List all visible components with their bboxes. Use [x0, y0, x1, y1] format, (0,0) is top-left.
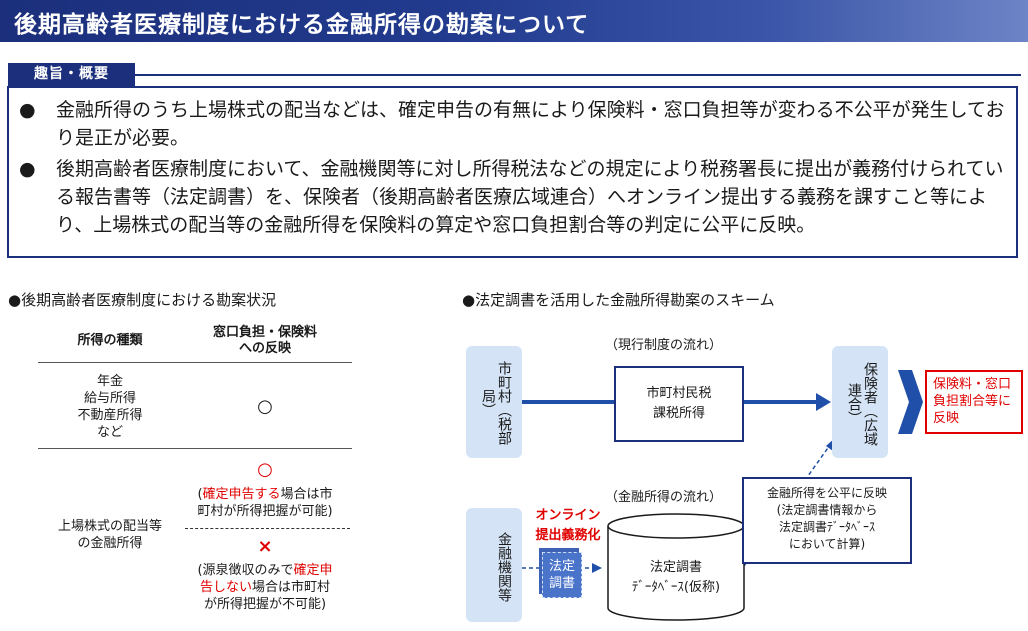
row1-income-types: 年金 給与所得 不動産所得 など	[45, 373, 175, 441]
fair-reflection-box: 金融所得を公平に反映 (法定調書情報から 法定調書ﾃﾞｰﾀﾍﾞｰｽ において計算…	[742, 477, 912, 564]
right-section-title: ●法定調書を活用した金融所得勘案のスキーム	[462, 291, 775, 309]
document-label-line: 調書	[548, 576, 575, 591]
note-text: が所得把握が不可能)	[203, 597, 327, 612]
income-item: 上場株式の配当等	[57, 519, 162, 534]
column-header-income-type: 所得の種類	[77, 333, 143, 348]
insurer-label: 保険者（広域連合）	[846, 362, 878, 446]
note-highlight: 確定申告する	[202, 487, 281, 502]
row2-dashed-divider	[185, 528, 350, 529]
fair-box-line: 法定調書ﾃﾞｰﾀﾍﾞｰｽ	[778, 520, 875, 534]
income-item: 不動産所得	[77, 408, 143, 423]
bullet-icon: ●	[19, 99, 36, 121]
column-header-reflection-line1: 窓口負担・保険料	[212, 325, 317, 340]
note-text: 場合は市町村	[252, 580, 331, 595]
note-text: (源泉徴収のみで	[197, 563, 294, 578]
financial-institution: 金融機関等	[466, 508, 522, 622]
database-cylinder-icon	[607, 513, 745, 621]
fair-box-line: において計算)	[788, 537, 866, 551]
column-header-reflection-line2: への反映	[238, 341, 291, 356]
page-title: 後期高齢者医療制度における金融所得の勘案について	[14, 12, 590, 38]
municipal-tax-office-label: 市町村（税部局）	[480, 361, 512, 445]
income-item: 給与所得	[83, 391, 136, 406]
database-label-line: 法定調書	[649, 560, 702, 575]
insurer: 保険者（広域連合）	[832, 346, 888, 458]
result-box: 保険料・窓口 負担割合等に 反映	[925, 370, 1023, 434]
table-divider	[38, 448, 352, 449]
current-flow-label: （現行制度の流れ）	[605, 338, 723, 353]
summary-bullet-1-text: 金融所得のうち上場株式の配当などは、確定申告の有無により保険料・窓口負担等が変わ…	[56, 99, 1005, 149]
financial-institution-label: 金融機関等	[496, 532, 512, 602]
fair-box-line: (法定調書情報から	[776, 503, 878, 517]
database-label-line: ﾃﾞｰﾀﾍﾞｰｽ(仮称)	[631, 580, 721, 595]
online-label-line: オンライン	[535, 508, 601, 523]
online-submission-label: オンライン 提出義務化	[530, 506, 606, 546]
statutory-document-icon: 法定 調書	[542, 552, 582, 598]
left-section-title: ●後期高齢者医療制度における勘案状況	[8, 291, 277, 309]
note-text: 町村が所得把握が可能)	[197, 504, 333, 519]
column-header-reflection: 窓口負担・保険料 への反映	[190, 325, 340, 357]
table-divider	[38, 362, 352, 363]
municipal-tax-box: 市町村民税 課税所得	[614, 366, 744, 442]
main-flow-arrowhead	[816, 393, 831, 411]
summary-section-label: 趣旨・概要	[8, 63, 135, 86]
income-item: など	[96, 425, 123, 440]
fair-box-line: 金融所得を公平に反映	[766, 486, 887, 500]
online-label-line: 提出義務化	[535, 528, 601, 543]
row2-note-not-filed: (源泉徴収のみで確定申 告しない場合は市町村 が所得把握が不可能)	[185, 562, 345, 613]
municipal-tax-office: 市町村（税部局）	[466, 346, 522, 458]
note-highlight: 告しない	[199, 580, 252, 595]
row2-note-filed: (確定申告する場合は市 町村が所得把握が可能)	[185, 486, 345, 520]
row2-reflected-mark: ○	[257, 459, 273, 480]
note-text: 場合は市	[280, 487, 333, 502]
result-box-line: 保険料・窓口	[933, 377, 1012, 392]
bullet-icon: ●	[19, 158, 36, 180]
financial-flow-label: （金融所得の流れ）	[605, 490, 723, 505]
summary-divider	[135, 74, 1021, 76]
municipal-tax-box-line: 課税所得	[652, 406, 705, 421]
income-item: の金融所得	[77, 536, 143, 551]
summary-bullet-2-text: 後期高齢者医療制度において、金融機関等に対し所得税法などの規定により税務署長に提…	[56, 158, 1004, 236]
row2-income-types: 上場株式の配当等 の金融所得	[40, 518, 180, 552]
result-box-line: 負担割合等に	[933, 394, 1012, 409]
note-highlight: 確定申	[293, 563, 333, 578]
document-label-line: 法定	[548, 559, 575, 574]
header-bar: 後期高齢者医療制度における金融所得の勘案について	[0, 0, 1028, 42]
online-submission-arrowhead	[592, 563, 602, 573]
row2-not-reflected-mark: ×	[257, 536, 273, 557]
row1-reflected-mark: ○	[257, 396, 273, 417]
result-box-line: 反映	[933, 411, 960, 426]
result-chevron	[898, 370, 923, 434]
income-item: 年金	[96, 374, 123, 389]
summary-box: ● 金融所得のうち上場株式の配当などは、確定申告の有無により保険料・窓口負担等が…	[7, 86, 1018, 258]
municipal-tax-box-line: 市町村民税	[646, 386, 712, 401]
database-label: 法定調書 ﾃﾞｰﾀﾍﾞｰｽ(仮称)	[612, 558, 740, 598]
